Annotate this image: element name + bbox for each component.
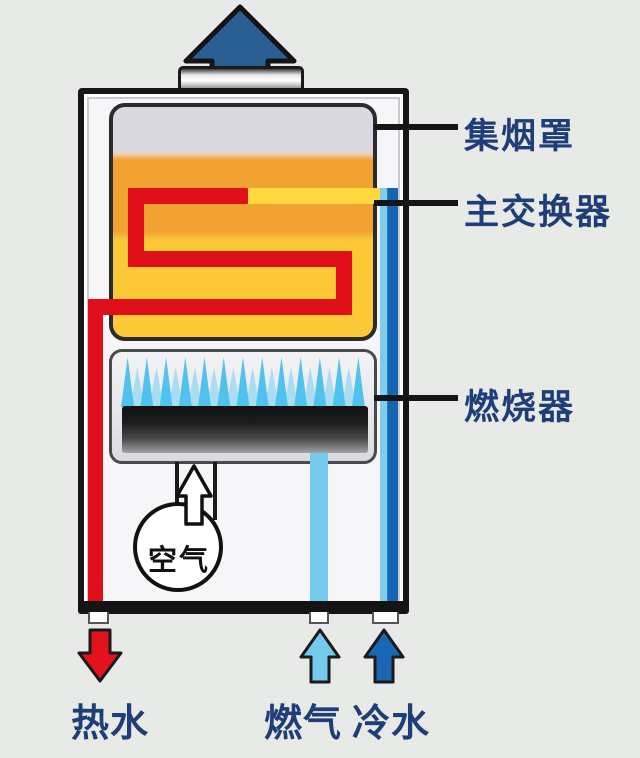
hot-water-coil-left [128,188,144,267]
burner-bar [122,406,368,453]
callout-line-flue-collector [374,124,458,130]
flue-collector-label: 集烟罩 [464,117,576,157]
cold-water-up-arrow-icon [363,628,405,684]
gas-up-arrow-icon [299,628,341,684]
foot-cold-water [372,612,399,624]
air-circle [133,502,223,592]
hot-water-label: 热水 [70,701,149,745]
foot-gas [309,612,329,624]
heater-base-bar [78,601,409,614]
callout-line-burner [374,395,458,401]
hot-water-coil-bottom [88,299,352,315]
heat-exchanger-outlet-pipe [246,188,388,204]
air-intake-line-right [213,462,217,520]
burner-flames-icon [121,357,365,407]
main-heat-exchanger-label: 主交换器 [464,193,613,233]
hot-water-down-arrow-icon [77,628,123,683]
hot-water-coil-middle [128,251,352,267]
gas-label: 燃气 [263,701,342,745]
callout-line-main-heat-exchanger [374,200,458,206]
burner-label: 燃烧器 [464,388,576,428]
gas-pipe [310,450,328,602]
air-up-arrow-icon [175,464,213,526]
hot-water-outlet-pipe [88,299,103,603]
cold-water-label: 冷水 [351,701,430,745]
air-intake-line-left [175,462,179,503]
air-label: 空气 [147,543,210,577]
foot-hot-water [88,612,109,624]
hot-water-coil-top [128,188,248,204]
